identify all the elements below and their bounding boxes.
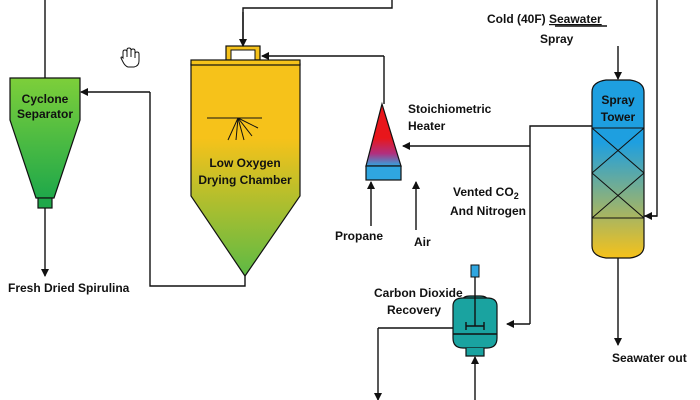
air-label: Air (414, 235, 431, 249)
tower-label-line1: Spray (601, 93, 635, 107)
chamber-port-inner (230, 49, 256, 61)
chamber-label-line1: Low Oxygen (209, 156, 280, 170)
chamber-to-cyclone-line (149, 92, 246, 287)
recovery-label-line2: Recovery (387, 303, 441, 317)
tower-gas-out-line (529, 125, 592, 146)
vented-label-line1: Vented CO2 (453, 185, 519, 201)
hand-cursor-icon (120, 47, 140, 68)
vented-label-line2: And Nitrogen (450, 204, 526, 218)
seawater-spray-label-line2: Spray (540, 32, 574, 46)
tower-packing (591, 127, 645, 219)
chamber-lid (190, 59, 301, 66)
feed-line-top (242, 0, 393, 46)
cyclone-label-line2: Separator (17, 107, 73, 121)
cyclone-outlet (37, 197, 53, 209)
co2-recovery-reactor: Carbon Dioxide Recovery (374, 264, 498, 357)
reactor-motor (470, 264, 480, 278)
heater-label-line1: Stoichiometric (408, 102, 492, 116)
seawater-spray-label-line1: Cold (40F) Seawater (487, 12, 602, 26)
drying-chamber: Low Oxygen Drying Chamber (190, 45, 301, 278)
reactor-base (465, 348, 485, 357)
cyclone-label-line1: Cyclone (22, 92, 69, 106)
spray-nozzle-icon (207, 117, 262, 141)
tower-gas-inlet-line (644, 0, 658, 217)
seawater-out-label: Seawater out (612, 351, 687, 365)
tower-label-line2: Tower (601, 110, 636, 124)
cyclone-separator: Cyclone Separator (9, 77, 81, 209)
propane-label: Propane (335, 229, 383, 243)
heater-label-line2: Heater (408, 119, 446, 133)
fresh-dried-spirulina-label: Fresh Dried Spirulina (8, 281, 130, 295)
recovery-label-line1: Carbon Dioxide (374, 286, 463, 300)
chamber-label-line2: Drying Chamber (198, 173, 292, 187)
heater-base (365, 165, 402, 181)
stoichiometric-heater: Stoichiometric Heater (365, 101, 492, 181)
spray-tower: Spray Tower (591, 79, 645, 259)
reactor-agitator-icon (465, 296, 485, 330)
